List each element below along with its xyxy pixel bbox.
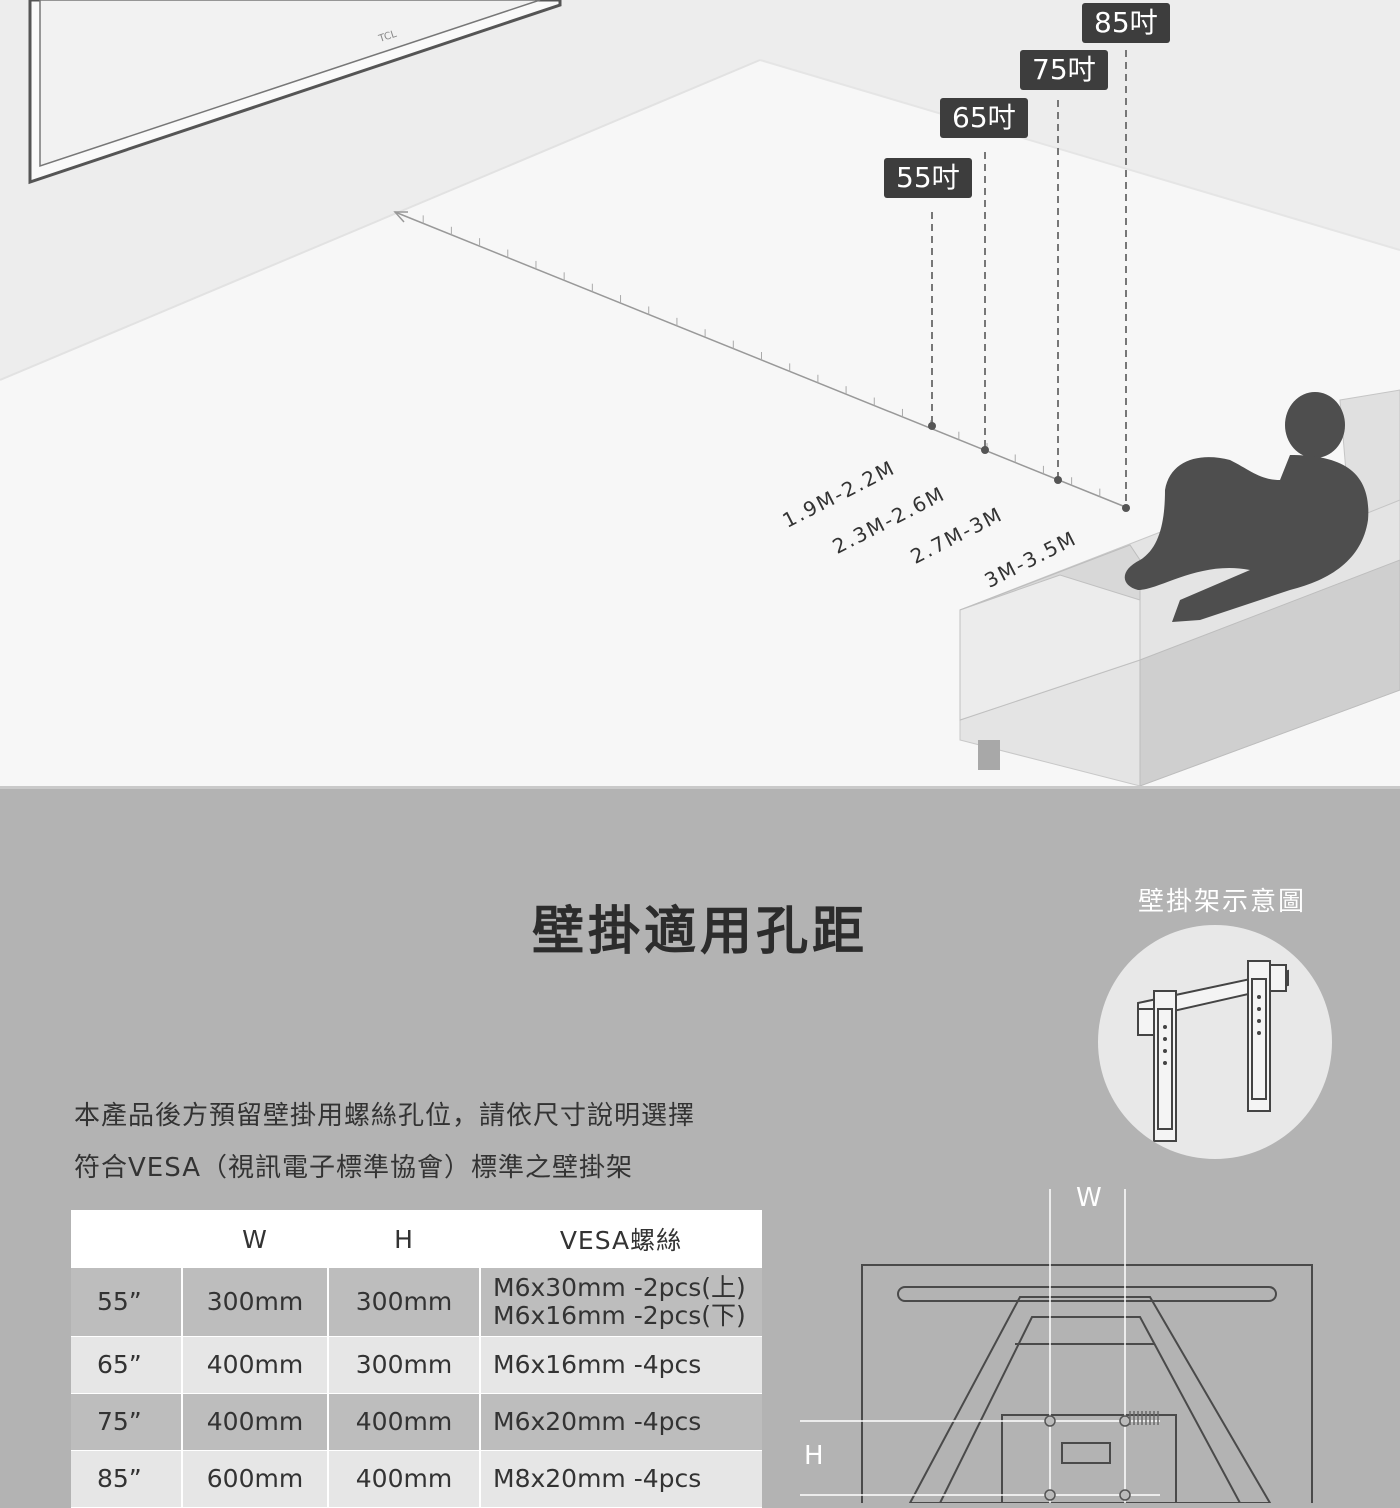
bracket-diagram-label: 壁掛架示意圖	[1138, 887, 1307, 917]
vent-slots	[1129, 1411, 1159, 1425]
section-title: 壁掛適用孔距	[531, 902, 868, 962]
vesa-line: M6x16mm -2pcs(下)	[493, 1300, 746, 1330]
cell-h: 300mm	[328, 1336, 481, 1394]
person-silhouette	[1124, 392, 1369, 622]
vesa-spec-table: W H VESA螺絲 55” 300mm 300mm M6x30mm -2pcs…	[71, 1210, 762, 1508]
dimension-w-label: W	[1076, 1183, 1102, 1213]
cell-size: 55”	[71, 1268, 183, 1337]
header-vesa: VESA螺絲	[480, 1210, 762, 1268]
size-tag-55: 55吋	[884, 158, 972, 198]
size-tag-65: 65吋	[940, 98, 1028, 138]
cell-size: 85”	[71, 1450, 183, 1508]
header-w: W	[182, 1210, 328, 1268]
vesa-holes	[1044, 1415, 1131, 1501]
wall-bracket-illustration	[1098, 925, 1332, 1159]
cell-vesa: M6x20mm -4pcs	[480, 1393, 762, 1451]
cell-h: 400mm	[328, 1393, 481, 1451]
cell-w: 600mm	[182, 1450, 329, 1508]
tv-back-diagram	[800, 1189, 1313, 1503]
description-line-1: 本產品後方預留壁掛用螺絲孔位，請依尺寸說明選擇	[74, 1101, 696, 1131]
header-h: H	[328, 1210, 480, 1268]
wall-bracket-icon	[1137, 960, 1289, 1142]
cell-h: 300mm	[328, 1268, 481, 1337]
cell-vesa: M6x30mm -2pcs(上) M6x16mm -2pcs(下)	[480, 1268, 762, 1337]
cell-vesa: M8x20mm -4pcs	[480, 1450, 762, 1508]
room-scene: TCL	[0, 0, 1400, 786]
table-row: 65” 400mm 300mm M6x16mm -4pcs	[71, 1336, 762, 1394]
distance-markers	[928, 422, 1130, 512]
dimension-h-label: H	[804, 1441, 824, 1471]
table-header-row: W H VESA螺絲	[71, 1210, 762, 1268]
description-line-2: 符合VESA（視訊電子標準協會）標準之壁掛架	[74, 1153, 633, 1183]
cell-w: 300mm	[182, 1268, 329, 1337]
table-row: 85” 600mm 400mm M8x20mm -4pcs	[71, 1450, 762, 1508]
vesa-dimension-lines	[800, 1189, 1160, 1503]
size-drop-lines	[931, 50, 1127, 508]
size-tag-75: 75吋	[1020, 50, 1108, 90]
table-row: 55” 300mm 300mm M6x30mm -2pcs(上) M6x16mm…	[71, 1268, 762, 1337]
cell-w: 400mm	[182, 1393, 329, 1451]
vesa-line: M6x30mm -2pcs(上)	[493, 1272, 746, 1302]
cell-size: 65”	[71, 1336, 183, 1394]
viewing-distance-illustration: TCL	[0, 0, 1400, 786]
wall-tv: TCL	[28, 0, 562, 185]
cell-h: 400mm	[328, 1450, 481, 1508]
size-tag-85: 85吋	[1082, 3, 1170, 43]
cell-vesa: M6x16mm -4pcs	[480, 1336, 762, 1394]
wall-mount-section: 壁掛適用孔距 壁掛架示意圖 本產品後方預留壁掛用螺絲孔位，請依尺寸說明選擇 符合…	[0, 786, 1400, 1508]
cell-w: 400mm	[182, 1336, 329, 1394]
header-size	[71, 1210, 182, 1268]
table-row: 75” 400mm 400mm M6x20mm -4pcs	[71, 1393, 762, 1451]
cell-size: 75”	[71, 1393, 183, 1451]
